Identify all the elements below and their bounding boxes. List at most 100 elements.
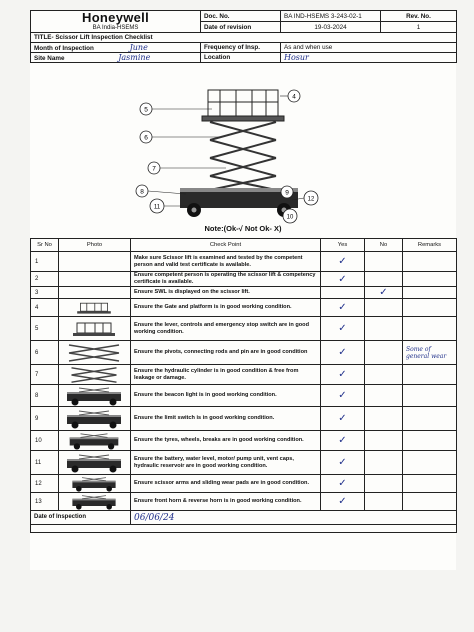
row-sr-no: 7 <box>30 364 59 385</box>
row-no-cell <box>364 474 403 493</box>
brand-block: Honeywell BA India-HSEMS <box>30 10 201 33</box>
row-remarks-cell <box>402 316 457 341</box>
row-sr-no: 10 <box>30 430 59 451</box>
month-value: June <box>129 43 148 52</box>
row-yes-cell: ✓ <box>320 450 365 475</box>
site-row: Site Name Jasmine <box>30 52 201 63</box>
row-no-cell: ✓ <box>364 286 403 299</box>
tick-mark-icon: ✓ <box>338 478 347 489</box>
row-photo <box>58 474 131 493</box>
row-photo <box>58 286 131 299</box>
date-of-inspection-cell: 06/06/24 <box>130 510 457 525</box>
row-sr-no: 8 <box>30 384 59 407</box>
row-no-cell <box>364 316 403 341</box>
col-no: No <box>364 238 403 252</box>
row-sr-no: 6 <box>30 340 59 365</box>
row-photo <box>58 492 131 511</box>
svg-text:12: 12 <box>308 196 315 202</box>
scissor-arm-photo <box>71 366 117 383</box>
callout-11: 11 <box>149 198 165 214</box>
row-check-point: Ensure competent person is operating the… <box>130 271 321 287</box>
document-header: Honeywell BA India-HSEMS Doc. No. BA IND… <box>30 10 457 63</box>
row-check-point: Ensure the beacon light is in good worki… <box>130 384 321 407</box>
tick-mark-icon: ✓ <box>338 457 347 468</box>
date-revision-value: 19-03-2024 <box>280 21 381 33</box>
callout-12: 12 <box>303 190 319 206</box>
row-photo <box>58 271 131 287</box>
svg-text:7: 7 <box>152 165 156 172</box>
table-row: 9 Ensure the limit switch is in good work… <box>30 406 457 431</box>
row-yes-cell: ✓ <box>320 384 365 407</box>
row-photo <box>58 430 131 451</box>
svg-text:5: 5 <box>144 106 148 113</box>
platform-photo <box>77 302 111 314</box>
location-label: Location <box>200 52 281 63</box>
callout-10: 10 <box>282 208 298 224</box>
chassis-photo <box>67 454 121 472</box>
row-remarks-cell <box>402 298 457 317</box>
callout-6: 6 <box>139 130 153 144</box>
row-remarks-cell <box>402 286 457 299</box>
tick-mark-icon: ✓ <box>338 390 347 401</box>
callout-8: 8 <box>135 184 149 198</box>
row-photo <box>58 316 131 341</box>
row-sr-no: 12 <box>30 474 59 493</box>
row-remarks-cell <box>402 271 457 287</box>
row-yes-cell: ✓ <box>320 364 365 385</box>
row-check-point: Ensure the tyres, wheels, breaks are in … <box>130 430 321 451</box>
tick-mark-icon: ✓ <box>338 347 347 358</box>
row-photo <box>58 298 131 317</box>
row-check-point: Ensure front horn & reverse horn is in g… <box>130 492 321 511</box>
tick-mark-icon: ✓ <box>338 323 347 334</box>
row-sr-no: 2 <box>30 271 59 287</box>
chassis-photo <box>72 476 116 492</box>
row-sr-no: 13 <box>30 492 59 511</box>
chassis-photo <box>69 432 119 450</box>
table-row: 8 Ensure the beacon light is in good work… <box>30 384 457 407</box>
document-title: TITLE- Scissor Lift Inspection Checklist <box>30 32 457 43</box>
row-yes-cell: ✓ <box>320 340 365 365</box>
tick-mark-icon: ✓ <box>338 369 347 380</box>
row-remarks-cell <box>402 364 457 385</box>
row-check-point: Ensure the lever, controls and emergency… <box>130 316 321 341</box>
row-remarks-cell: Some of general wear <box>402 340 457 365</box>
callout-4: 4 <box>287 89 301 103</box>
row-no-cell <box>364 406 403 431</box>
row-check-point: Ensure the limit switch is in good worki… <box>130 406 321 431</box>
col-photo: Photo <box>58 238 131 252</box>
row-remarks-cell <box>402 384 457 407</box>
tick-mark-icon: ✓ <box>338 413 347 424</box>
row-no-cell <box>364 364 403 385</box>
table-header-row: Sr No Photo Check Point Yes No Remarks <box>30 238 457 252</box>
row-photo <box>58 406 131 431</box>
frequency-label: Frequency of Insp. <box>200 42 281 53</box>
scissor-arms <box>209 121 277 191</box>
location-cell: Hosur <box>280 52 457 63</box>
row-no-cell <box>364 430 403 451</box>
month-row: Month of Inspection June <box>30 42 201 53</box>
row-sr-no: 4 <box>30 298 59 317</box>
callout-7: 7 <box>147 161 161 175</box>
svg-text:10: 10 <box>287 214 294 220</box>
tick-mark-icon: ✓ <box>338 496 347 507</box>
tick-mark-icon: ✓ <box>338 435 347 446</box>
callout-9: 9 <box>280 185 294 199</box>
site-value: Jasmine <box>118 53 151 62</box>
col-check-point: Check Point <box>130 238 321 252</box>
row-sr-no: 9 <box>30 406 59 431</box>
row-yes-cell: ✓ <box>320 430 365 451</box>
row-yes-cell: ✓ <box>320 316 365 341</box>
col-yes: Yes <box>320 238 365 252</box>
row-sr-no: 11 <box>30 450 59 475</box>
tick-mark-icon: ✓ <box>379 287 388 298</box>
inspection-checklist-table: Sr No Photo Check Point Yes No Remarks 1… <box>30 238 457 533</box>
row-check-point: Ensure the pivots, connecting rods and p… <box>130 340 321 365</box>
chassis-photo <box>67 387 121 405</box>
doc-no-label: Doc. No. <box>200 10 281 22</box>
platform-photo <box>73 322 115 336</box>
